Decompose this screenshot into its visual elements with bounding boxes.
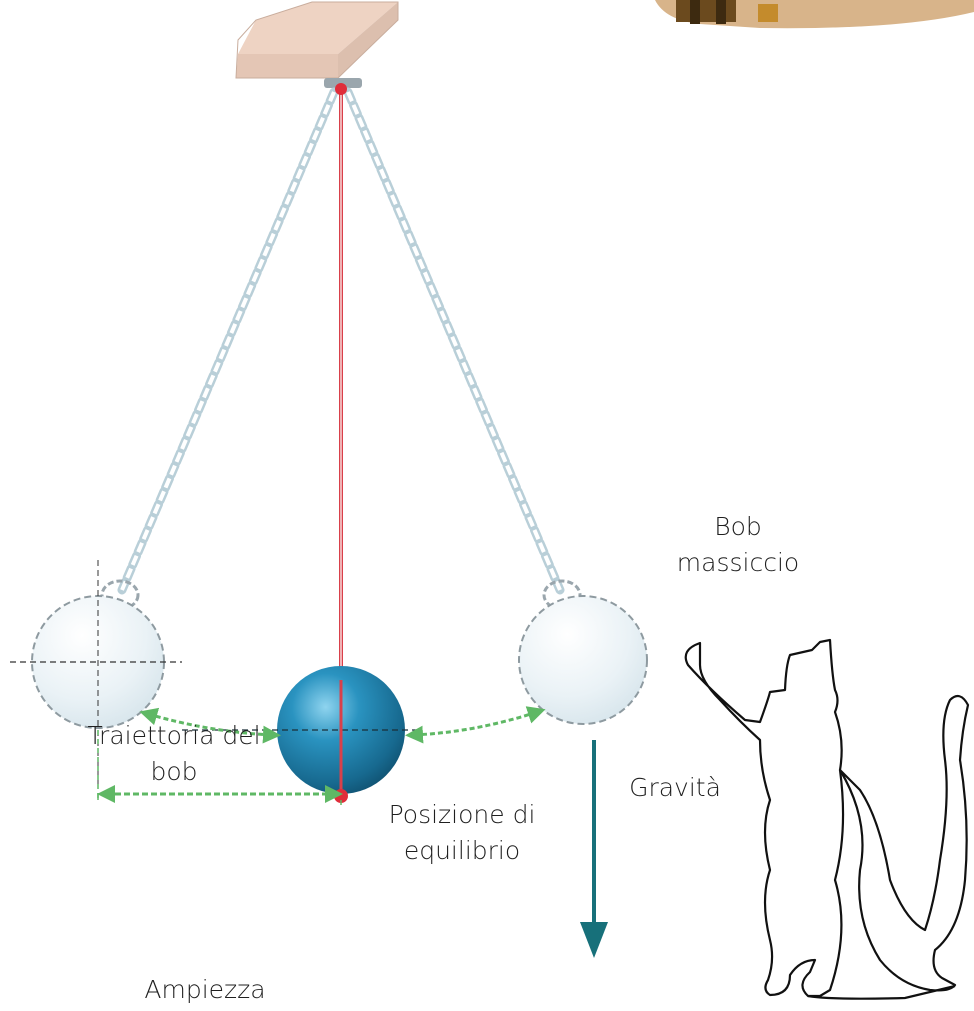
- trajectory-label: Traiettoria del bob: [34, 718, 314, 790]
- trajectory-label-line2: bob: [34, 754, 314, 790]
- ceiling-support: [236, 2, 398, 88]
- gravity-label: Gravità: [600, 770, 750, 806]
- decorative-fragment: [655, 0, 974, 28]
- bob-label-line1: Bob: [613, 509, 863, 545]
- amplitude-label: Ampiezza: [100, 972, 310, 1008]
- equilibrium-label-line1: Posizione di: [362, 797, 562, 833]
- gravity-label-text: Gravità: [600, 770, 750, 806]
- trajectory-arrow-right: [414, 712, 537, 735]
- bob-label-line2: massiccio: [613, 545, 863, 581]
- trajectory-label-line1: Traiettoria del: [34, 718, 314, 754]
- cat-icon: [686, 640, 968, 999]
- equilibrium-label-line2: equilibrio: [362, 833, 562, 869]
- chain-left: [122, 92, 334, 590]
- bob-label: Bob massiccio: [613, 509, 863, 581]
- ghost-bob-right: [519, 581, 647, 724]
- amplitude-label-text: Ampiezza: [100, 972, 310, 1008]
- equilibrium-label: Posizione di equilibrio: [362, 797, 562, 869]
- chain-right: [348, 92, 560, 590]
